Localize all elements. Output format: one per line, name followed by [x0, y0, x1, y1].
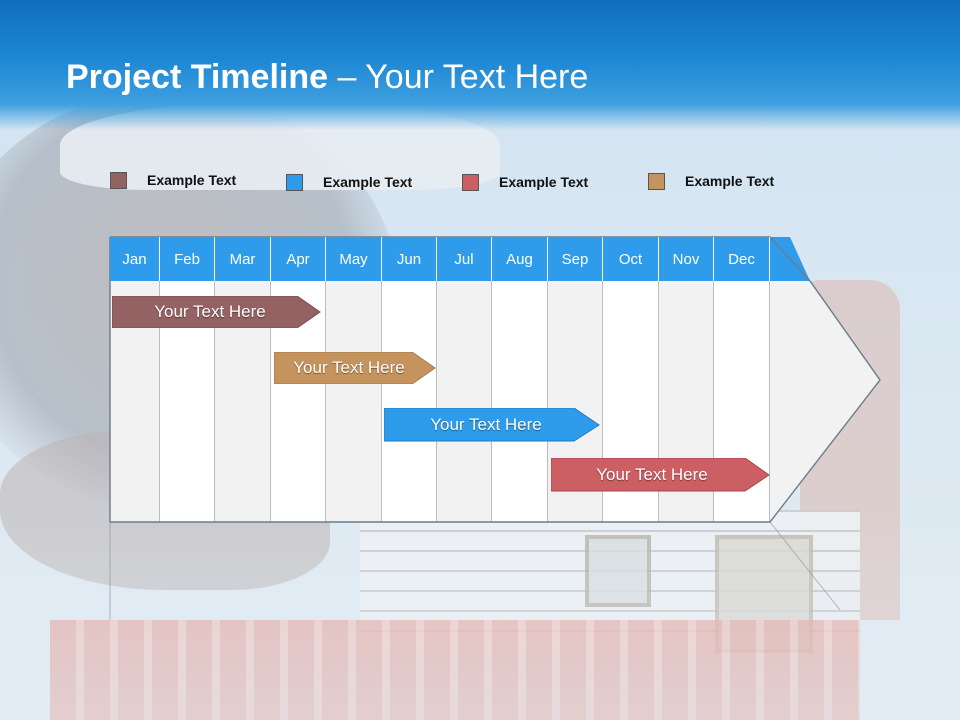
title-separator: –	[337, 58, 357, 96]
month-jul: Jul	[437, 237, 492, 281]
task-arrow-shape-3	[384, 408, 600, 442]
month-oct: Oct	[603, 237, 659, 281]
title-subtitle: Your Text Here	[365, 58, 589, 96]
month-may: May	[326, 237, 382, 281]
month-jan: Jan	[110, 237, 160, 281]
month-mar: Mar	[215, 237, 271, 281]
title-main: Project Timeline	[66, 58, 329, 96]
month-apr: Apr	[271, 237, 326, 281]
legend-swatch-2	[286, 173, 303, 191]
legend-swatch-3	[462, 173, 479, 191]
legend-label-2: Example Text	[323, 174, 413, 190]
legend-item-1: Example Text	[110, 170, 236, 190]
legend-item-4: Example Text	[648, 171, 774, 191]
legend-swatch-1	[110, 171, 127, 189]
header-band: Project Timeline – Your Text Here	[0, 0, 960, 130]
legend-label-3: Example Text	[499, 174, 589, 190]
legend-label-1: Example Text	[147, 172, 237, 188]
task-arrow-shape-4	[551, 458, 770, 492]
task-arrow-shape-1	[112, 296, 321, 328]
task-label-4: Your Text Here	[596, 464, 708, 484]
month-nov: Nov	[659, 237, 714, 281]
task-label-1: Your Text Here	[154, 302, 266, 321]
task-arrow-shape-2	[274, 352, 436, 384]
month-feb: Feb	[160, 237, 215, 281]
task-label-2: Your Text Here	[293, 358, 405, 377]
legend-item-2: Example Text	[286, 172, 412, 192]
legend-swatch-4	[648, 172, 665, 190]
legend-item-3: Example Text	[462, 172, 588, 192]
month-aug: Aug	[492, 237, 548, 281]
month-dec: Dec	[714, 237, 770, 281]
task-label-3: Your Text Here	[430, 414, 542, 434]
slide-title: Project Timeline – Your Text Here	[66, 58, 588, 97]
legend-label-4: Example Text	[685, 173, 775, 189]
month-jun: Jun	[382, 237, 437, 281]
month-sep: Sep	[548, 237, 603, 281]
